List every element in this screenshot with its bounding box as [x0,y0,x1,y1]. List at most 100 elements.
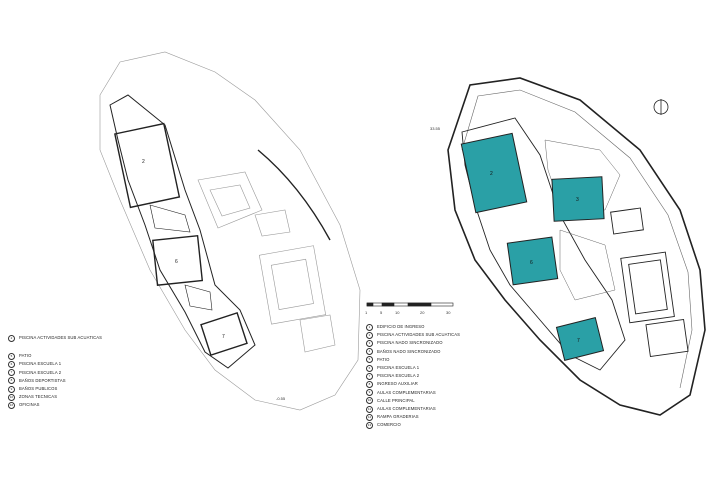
legend-text: RAMPA GRADERIAS [377,414,419,420]
legend-text: PISCINA ACTIVIDADES SUB ACUATICAS [377,332,461,338]
legend-item: 8 BAÑOS DEPORTISTAS [8,377,102,385]
left-pool-6-label: 6 [175,259,178,265]
left-pool-7 [200,312,248,356]
scale-tick-30: 30 [446,310,451,315]
legend-number: 6 [8,361,15,368]
left-site-outline [99,51,361,411]
legend-item: 9 AULAS COMPLEMENTARIAS [366,389,460,397]
legend-text: CALLE PRINCIPAL [377,397,415,403]
legend-item: 2 PISCINA ACTIVIDADES SUB ACUATICAS [8,334,102,342]
right-site-outline [447,77,706,416]
scale-tick-20: 20 [420,310,425,315]
legend-number: 5 [8,352,15,360]
legend-number: 10 [366,397,373,405]
right-pool-6-label: 6 [530,260,533,266]
left-court [258,245,326,325]
legend-text: PISCINA ACTIVIDADES SUB ACUATICAS [19,335,103,340]
legend-item: 2 PISCINA ACTIVIDADES SUB ACUATICAS [366,331,460,339]
level-mark-right: 33.55 [430,126,441,131]
legend-number: 10 [8,393,15,401]
legend-item: 10 ZONAS TECNICAS [8,393,102,401]
legend-text: PISCINA ESCUELA 1 [377,365,420,371]
legend-text: COMERCIO [377,422,401,428]
legend-number: 9 [366,389,373,397]
scale-tick-10: 10 [395,310,400,315]
legend-text: PATIO [377,356,390,362]
legend-text: AULAS COMPLEMENTARIAS [377,406,436,412]
legend-item: 1 EDIFICIO DE INGRESO [366,323,460,331]
scale-bar [366,302,454,307]
legend-number: 7 [8,369,15,377]
legend-item: 13 COMERCIO [366,421,460,430]
right-pool-2 [460,132,528,214]
legend-number: 5 [366,356,373,364]
legend-item: 11 AULAS COMPLEMENTARIAS [366,405,460,413]
left-pool-7-label: 7 [222,334,225,340]
scale-tick-1: 1 [365,310,368,315]
legend-number: 8 [8,377,15,385]
legend-text: PISCINA ESCUELA 2 [377,373,420,379]
legend-text: AULAS COMPLEMENTARIAS [377,389,436,395]
right-pool-labels: 2 3 6 7 [490,171,580,344]
legend-text: INGRESO AUXILIAR [377,381,418,387]
right-pool-3-label: 3 [576,197,579,203]
left-plan [99,51,361,411]
legend-number: 12 [366,413,373,421]
legend-number: 16 [8,402,15,410]
left-building [109,94,256,369]
legend-text: OFICINAS [19,402,40,408]
legend-text: ZONAS TECNICAS [19,394,58,400]
legend-text: PISCINA ESCUELA 1 [19,361,62,367]
legend-number: 2 [8,334,15,342]
legend-text: PATIO [19,353,32,359]
right-pool-7 [555,317,605,361]
left-pool-6 [152,234,204,286]
legend-item: 10 CALLE PRINCIPAL [366,397,460,405]
legend-text: BAÑOS NADO SINCRONIZADO [377,348,441,354]
legend-left: 2 PISCINA ACTIVIDADES SUB ACUATICAS 5 PATIO… [8,334,102,410]
level-mark-left: -0.55 [276,396,286,401]
scale-tick-5: 5 [380,310,383,315]
legend-text: PISCINA ESCUELA 2 [19,369,62,375]
legend-item: 9 BAÑOS PUBLICOS [8,385,102,393]
legend-item: 7 PISCINA ESCUELA 2 [366,372,460,380]
right-pool-3 [551,176,605,222]
left-pool-2-label: 2 [142,159,145,165]
right-plan [447,77,706,416]
legend-item: 16 OFICINAS [8,401,102,410]
right-building-outline [461,117,626,371]
north-arrow-icon [653,99,669,115]
legend-item: 5 PATIO [8,352,102,360]
legend-text: PISCINA NADO SINCRONIZADO [377,340,443,346]
legend-text: BAÑOS PUBLICOS [19,386,58,392]
legend-item: 8 INGRESO AUXILIAR [366,380,460,389]
legend-number: 4 [366,348,373,356]
legend-item: 12 RAMPA GRADERIAS [366,413,460,421]
left-pool-2 [114,122,181,209]
right-pool-7-label: 7 [577,338,580,344]
legend-number: 3 [366,340,373,347]
legend-number: 11 [366,405,373,413]
legend-number: 1 [366,323,373,331]
legend-number: 13 [366,422,373,430]
legend-number: 9 [8,385,15,393]
left-pool-labels: 2 6 7 [142,159,225,340]
legend-item: 6 PISCINA ESCUELA 1 [8,360,102,368]
legend-item: 5 PATIO [366,356,460,364]
legend-number: 2 [366,331,373,339]
left-building-outline [109,94,256,369]
right-pool-2-label: 2 [490,171,493,177]
legend-item: 3 PISCINA NADO SINCRONIZADO [366,339,460,347]
legend-text: EDIFICIO DE INGRESO [377,324,425,329]
left-road-curve [257,149,331,241]
legend-right: 1 EDIFICIO DE INGRESO 2 PISCINA ACTIVIDADES… [366,323,460,430]
legend-number: 7 [366,372,373,380]
legend-number: 8 [366,381,373,389]
legend-text: BAÑOS DEPORTISTAS [19,377,66,383]
legend-item: 4 BAÑOS NADO SINCRONIZADO [366,348,460,356]
right-court [620,251,675,324]
right-pool-6 [506,236,559,286]
